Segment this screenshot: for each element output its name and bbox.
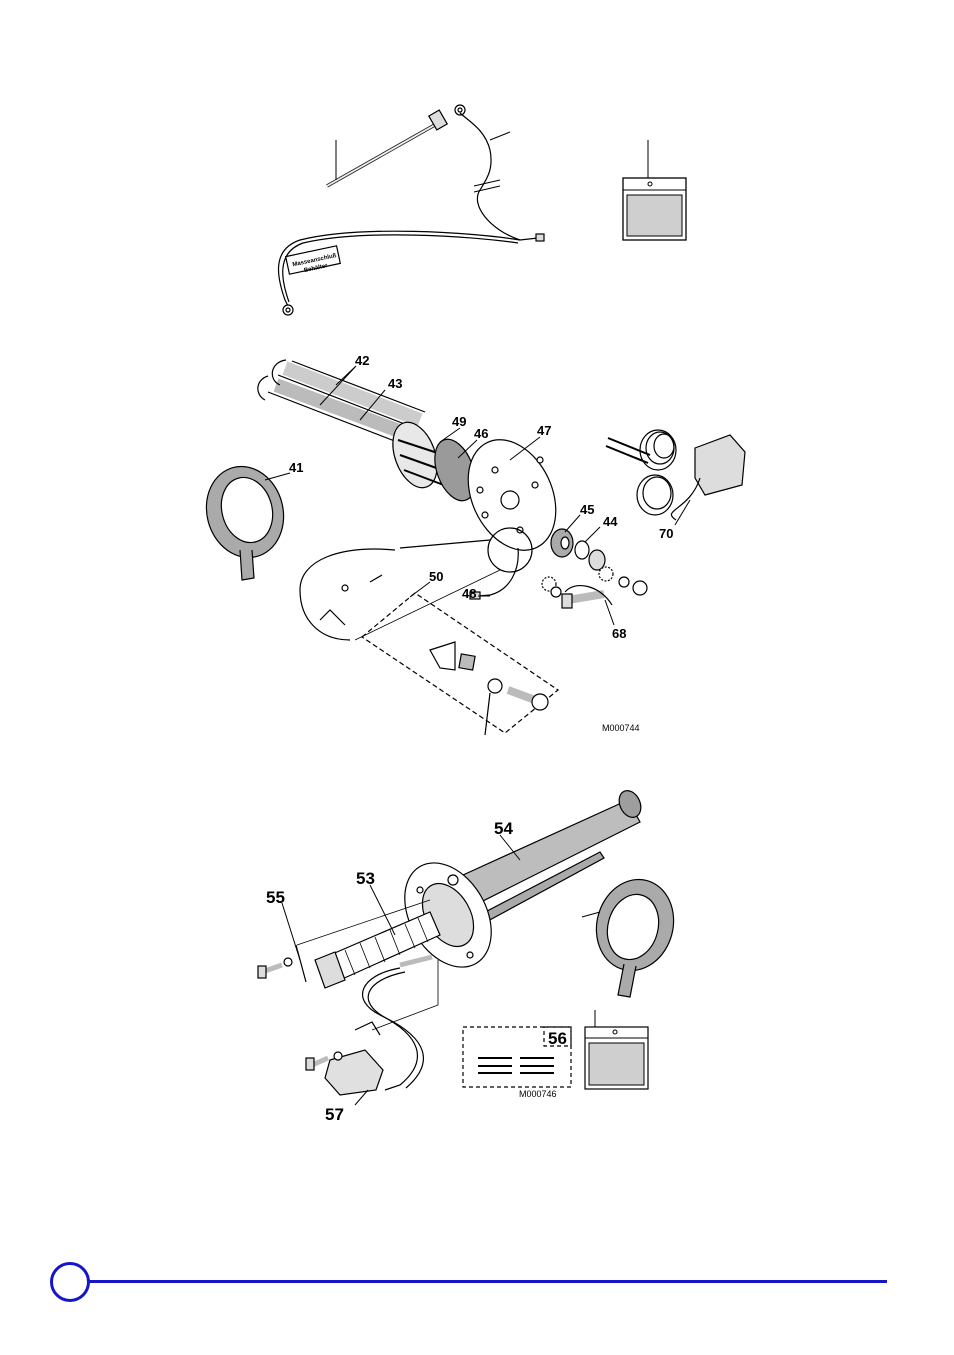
callout-41: 41 bbox=[289, 460, 303, 475]
callout-57: 57 bbox=[325, 1105, 344, 1124]
callout-50: 50 bbox=[429, 569, 443, 584]
callout-47: 47 bbox=[537, 423, 551, 438]
callout-55: 55 bbox=[266, 888, 285, 907]
instruction-pouch-top bbox=[623, 140, 686, 240]
figure-middle-heating-flange bbox=[196, 360, 745, 735]
footer-rule bbox=[88, 1280, 887, 1283]
callout-48: 48 bbox=[462, 586, 476, 601]
page-number-badge bbox=[50, 1262, 90, 1302]
callout-42: 42 bbox=[355, 353, 369, 368]
callout-43: 43 bbox=[388, 376, 402, 391]
figure-bottom-heating-insert bbox=[258, 787, 684, 1095]
callout-54: 54 bbox=[494, 819, 513, 838]
reference-code-bottom: M000746 bbox=[519, 1089, 557, 1099]
callout-56: 56 bbox=[548, 1029, 567, 1048]
callout-70: 70 bbox=[659, 526, 673, 541]
callout-44: 44 bbox=[603, 514, 618, 529]
callout-68: 68 bbox=[612, 626, 626, 641]
figure-top-sensor-cable bbox=[278, 105, 544, 315]
callout-53: 53 bbox=[356, 869, 375, 888]
reference-code-middle: M000744 bbox=[602, 723, 640, 733]
callout-45: 45 bbox=[580, 502, 594, 517]
callout-49: 49 bbox=[452, 414, 466, 429]
callout-46: 46 bbox=[474, 426, 488, 441]
